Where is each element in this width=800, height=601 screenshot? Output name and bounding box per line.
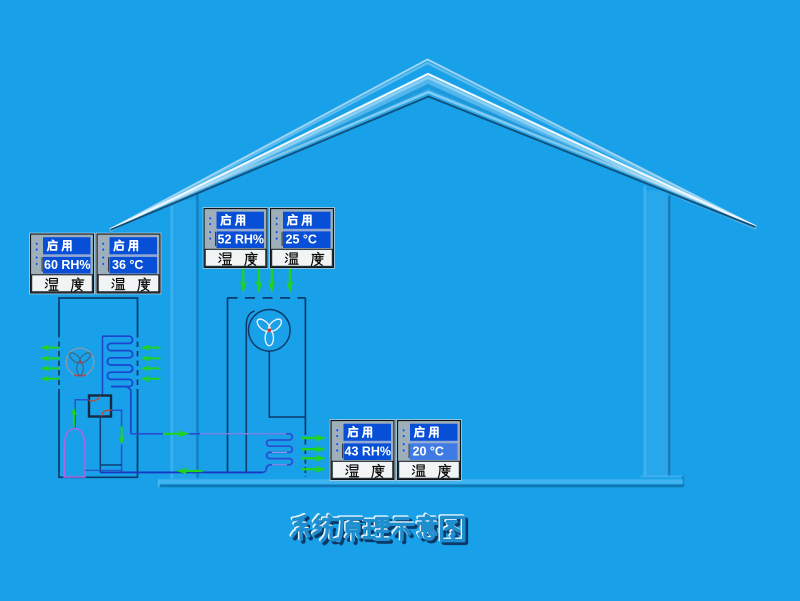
svg-text:25 °C: 25 °C <box>286 233 317 247</box>
svg-text:36 °C: 36 °C <box>112 258 143 272</box>
svg-text:52 RH%: 52 RH% <box>218 233 265 247</box>
svg-text:43 RH%: 43 RH% <box>345 445 392 459</box>
svg-text:20 °C: 20 °C <box>413 445 444 459</box>
svg-text:60 RH%: 60 RH% <box>44 258 91 272</box>
